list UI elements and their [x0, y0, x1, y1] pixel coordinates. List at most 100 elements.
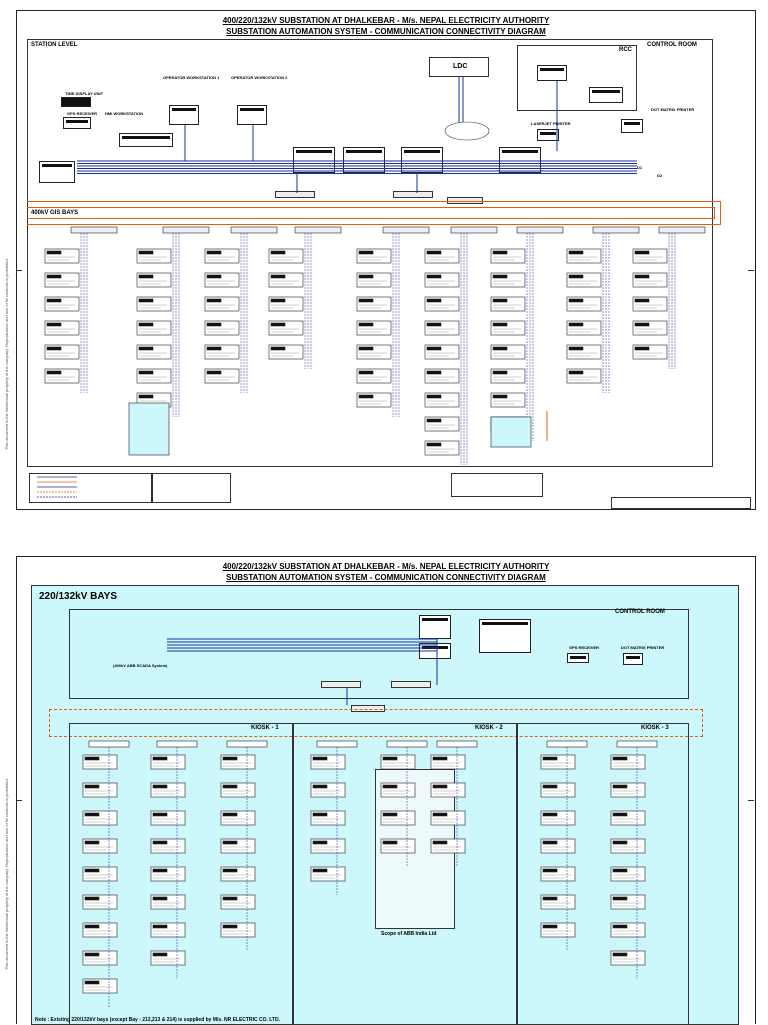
- sheet1-title-line1: 400/220/132kV SUBSTATION AT DHALKEBAR - …: [222, 16, 550, 25]
- scope-label: Scope of ABB India Ltd: [381, 931, 437, 937]
- sheet2-title-line2: SUBSTATION AUTOMATION SYSTEM - COMMUNICA…: [226, 573, 546, 582]
- bay-switch: [658, 226, 706, 234]
- bay-switch: [516, 226, 564, 234]
- ied-display: [612, 840, 628, 845]
- time-display-label: TIME DISPLAY UNIT: [65, 91, 104, 96]
- d2-label: D2: [657, 173, 663, 178]
- ied-display: [84, 784, 100, 789]
- fiber-ring-2: [49, 709, 703, 737]
- ied-display: [612, 952, 628, 957]
- kiosk-switch: [546, 740, 588, 748]
- bay-switch: [230, 226, 278, 234]
- engineering-workstation: [479, 619, 531, 653]
- ied-display: [222, 784, 238, 789]
- core-switch-3: [447, 197, 483, 204]
- rcc-box: [517, 45, 637, 111]
- sheet-220-132kv: 400/220/132kV SUBSTATION AT DHALKEBAR - …: [16, 556, 756, 1025]
- operator-workstation-2: [237, 105, 267, 125]
- ied-display: [612, 924, 628, 929]
- core-switch-1: [275, 191, 315, 198]
- ied-display: [612, 784, 628, 789]
- ied-display: [206, 298, 222, 303]
- ied-display: [382, 840, 398, 845]
- laserjet-label: LASERJET PRINTER: [531, 121, 571, 126]
- sheet2-title-line1: 400/220/132kV SUBSTATION AT DHALKEBAR - …: [222, 562, 550, 571]
- ied-display: [568, 298, 584, 303]
- ied-display: [46, 298, 62, 303]
- diagram-frame: [27, 39, 713, 467]
- ied-display: [358, 298, 374, 303]
- ring-switch: [351, 705, 385, 712]
- ied-display: [634, 346, 650, 351]
- ied-display: [382, 784, 398, 789]
- ied-display: [426, 322, 442, 327]
- kiosk-switch: [386, 740, 428, 748]
- hmi-workstation: [119, 133, 173, 147]
- ied-display: [312, 756, 328, 761]
- ied-display: [46, 370, 62, 375]
- ied-display: [312, 812, 328, 817]
- ied-display: [358, 250, 374, 255]
- dot-matrix-label-2: DOT MATRIX PRINTER: [621, 645, 665, 650]
- kiosk2-label: KIOSK - 2: [475, 725, 503, 731]
- ied-display: [84, 756, 100, 761]
- ied-display: [634, 298, 650, 303]
- ied-display: [612, 756, 628, 761]
- ied-display: [152, 868, 168, 873]
- ied-display: [46, 274, 62, 279]
- drawing-conventions-box: [451, 473, 543, 497]
- dot-matrix-label: DOT MATRIX PRINTER: [651, 107, 695, 112]
- footnote: Note : Existing 220/132kV bays (except B…: [35, 1017, 280, 1023]
- core-switch-2: [393, 191, 433, 198]
- laserjet-printer: [537, 129, 559, 141]
- ied-display: [382, 756, 398, 761]
- op-ws2-label: OPERATOR WORKSTATION 2: [231, 75, 288, 80]
- ied-display: [152, 896, 168, 901]
- ied-display: [270, 322, 286, 327]
- gis-fiber-ring-inner: [27, 207, 715, 219]
- ied-display: [206, 346, 222, 351]
- ied-display: [492, 394, 508, 399]
- ied-display: [426, 250, 442, 255]
- ied-display: [432, 784, 448, 789]
- ied-display: [206, 250, 222, 255]
- ied-display: [312, 868, 328, 873]
- bay-switch: [294, 226, 342, 234]
- ied-display: [222, 756, 238, 761]
- ied-display: [432, 840, 448, 845]
- ied-display: [270, 250, 286, 255]
- ied-display: [568, 322, 584, 327]
- ied-display: [84, 980, 100, 985]
- kiosk-switch: [226, 740, 268, 748]
- hmi-label: HMI WORKSTATION: [105, 111, 144, 116]
- tick: [16, 270, 22, 271]
- ied-display: [152, 812, 168, 817]
- station-level-label: STATION LEVEL: [31, 42, 78, 48]
- kiosk1-label: KIOSK - 1: [251, 725, 279, 731]
- ldc-label: LDC: [453, 63, 468, 70]
- control-room-label-2: CONTROL ROOM: [615, 609, 665, 615]
- ied-display: [312, 840, 328, 845]
- ied-display: [382, 812, 398, 817]
- ied-display: [270, 274, 286, 279]
- ied-display: [426, 298, 442, 303]
- cyan-panel: [490, 416, 532, 448]
- ied-display: [138, 370, 154, 375]
- ied-display: [568, 274, 584, 279]
- gps-label-2: GPS RECEIVER: [569, 645, 600, 650]
- sheet1-wiring: [37, 77, 706, 498]
- ied-display: [542, 868, 558, 873]
- title-block: [611, 497, 751, 509]
- ied-display: [426, 370, 442, 375]
- ied-display: [206, 370, 222, 375]
- kiosk-switch: [436, 740, 478, 748]
- ied-display: [358, 322, 374, 327]
- gis-fiber-ring-outer: [27, 201, 721, 225]
- ied-display: [492, 250, 508, 255]
- op-ws1-label: OPERATOR WORKSTATION 1: [163, 75, 220, 80]
- ied-display: [222, 924, 238, 929]
- ied-display: [426, 346, 442, 351]
- station-cabinet: [39, 161, 75, 183]
- bay-switch: [450, 226, 498, 234]
- ied-display: [568, 346, 584, 351]
